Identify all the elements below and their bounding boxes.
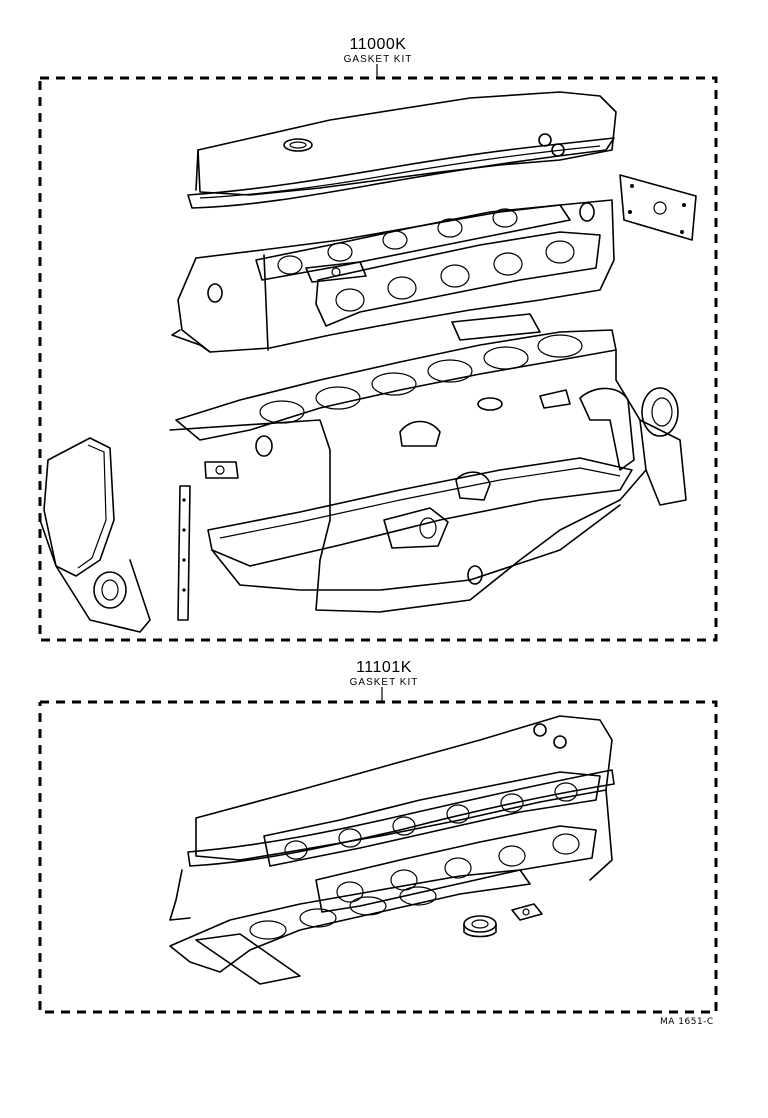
engine-gasket-set-illustration [39, 91, 697, 633]
diagram-code: MA 1651-C [660, 1017, 714, 1027]
kit-2-dashed-frame [38, 687, 718, 1014]
kit-2-part-number: 11101K [356, 659, 412, 676]
kit-1-name: GASKET KIT [343, 54, 413, 65]
kit-2-name: GASKET KIT [349, 677, 419, 688]
kit-1-part-number: 11000K [349, 36, 407, 53]
cylinder-head-gasket-set-illustration [169, 715, 615, 985]
kit-1-dashed-frame [38, 64, 718, 642]
